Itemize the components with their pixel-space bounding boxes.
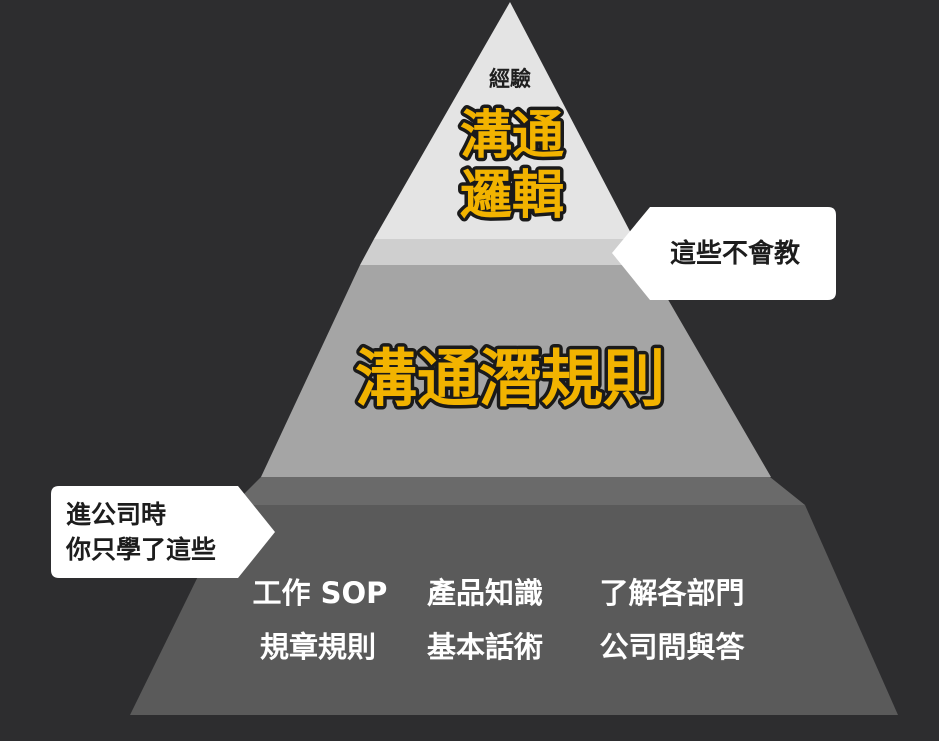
middle-tier-bevel xyxy=(360,239,648,265)
callout-left-line1: 進公司時 xyxy=(66,500,166,529)
top-tier-title-line1: 溝通 xyxy=(460,106,564,166)
callout-left-shape xyxy=(51,486,275,578)
middle-tier xyxy=(261,265,771,477)
callout-left: 進公司時 你只學了這些 xyxy=(51,486,275,578)
base-tier-side-bevel xyxy=(233,477,805,505)
base-item-work-sop: 工作 SOP xyxy=(253,576,388,610)
middle-tier-title: 溝通潛規則 xyxy=(355,342,665,415)
top-tier xyxy=(374,2,634,239)
base-item-product-knowledge: 產品知識 xyxy=(427,576,543,610)
top-tier-caption: 經驗 xyxy=(489,67,531,91)
base-item-company-qa: 公司問與答 xyxy=(599,630,745,664)
base-tier xyxy=(130,505,898,715)
callout-right: 這些不會教 xyxy=(612,207,836,300)
callout-left-line2: 你只學了這些 xyxy=(65,535,216,564)
base-item-basic-scripts: 基本話術 xyxy=(427,630,543,664)
base-item-rules: 規章規則 xyxy=(260,630,376,664)
callout-right-text: 這些不會教 xyxy=(670,238,800,269)
top-tier-title-line2: 邏輯 xyxy=(460,166,564,226)
base-item-departments: 了解各部門 xyxy=(599,576,744,610)
callout-right-shape xyxy=(612,207,836,300)
